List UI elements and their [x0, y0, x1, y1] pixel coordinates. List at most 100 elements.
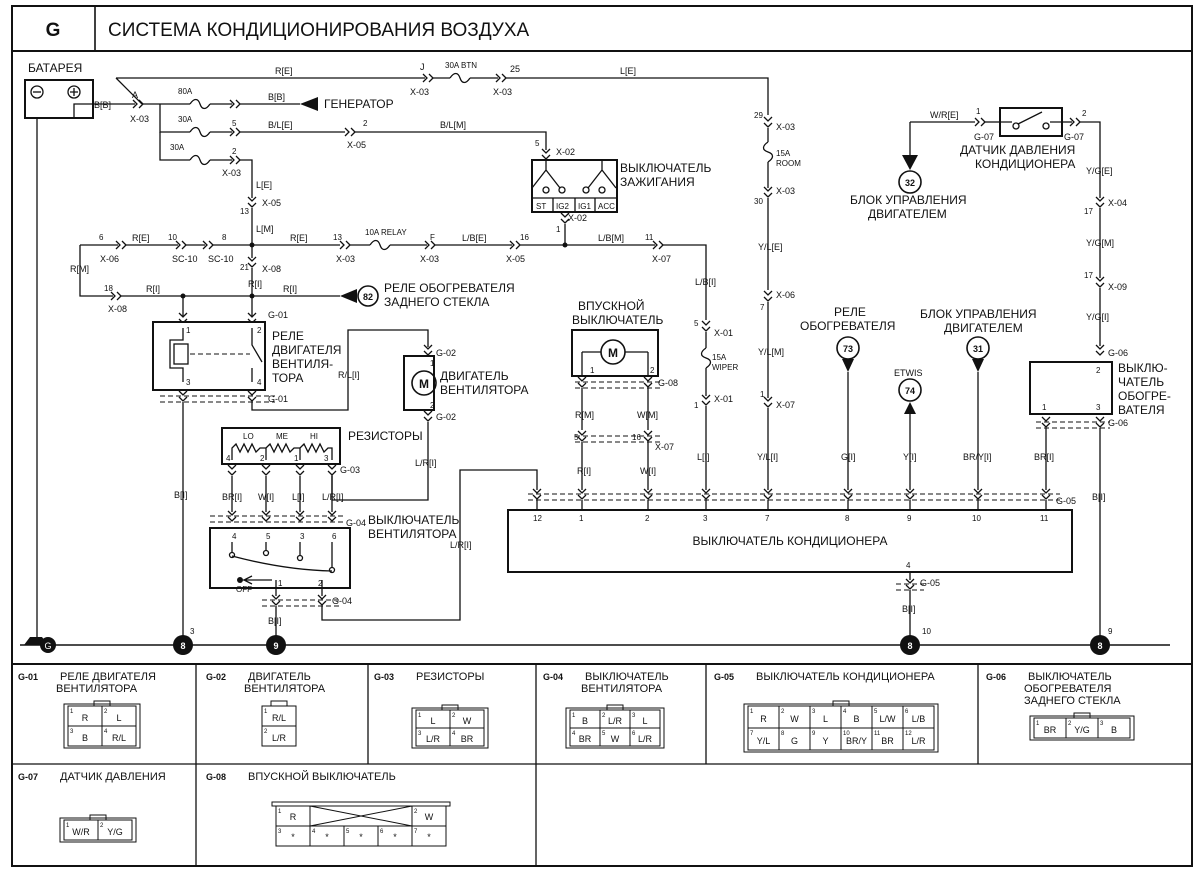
legend-pin: 5	[874, 709, 878, 715]
legend-pin: 2	[781, 709, 785, 715]
pin-1w: 1	[694, 401, 699, 410]
conn-g07-a: G-07	[974, 132, 994, 142]
pin-13a: 13	[240, 207, 249, 216]
conn-x02-a: X-02	[556, 147, 575, 157]
intake-motor-m: M	[608, 346, 618, 360]
legend-cell: L	[642, 716, 647, 726]
conn-g02-b: G-02	[436, 412, 456, 422]
legend-pin: 7	[750, 731, 754, 737]
legend-name-g-01-0: РЕЛЕ ДВИГАТЕЛЯ	[60, 671, 156, 683]
legend-cell: BR/Y	[846, 736, 867, 746]
ground-9a-label: 9	[273, 641, 278, 651]
legend-pin: 4	[104, 729, 108, 735]
ground-point-8a	[173, 635, 193, 655]
legend-cell: B	[582, 716, 588, 726]
conn-x06-b: X-06	[776, 290, 795, 300]
legend-pin: 4	[452, 731, 456, 737]
conn-x05-c: X-05	[506, 254, 525, 264]
wire-bi-a: B[I]	[174, 490, 188, 500]
conn-g05-b: G-05	[920, 578, 940, 588]
legend-pin: 3	[632, 713, 636, 719]
legend-code-g-07: G-07	[18, 772, 38, 782]
conn-x03-g: X-03	[776, 122, 795, 132]
wire-wi-a: W[I]	[258, 492, 274, 502]
fuse-relay: 10A RELAY	[365, 228, 407, 237]
conn-g02-a: G-02	[436, 348, 456, 358]
legend-code-g-06: G-06	[986, 672, 1006, 682]
wire-lri-c: L/R[I]	[450, 540, 472, 550]
legend-cell-box	[1097, 717, 1131, 739]
legend-name-g-06-2: ЗАДНЕГО СТЕКЛА	[1024, 695, 1121, 707]
legend-pin: 7	[414, 829, 418, 835]
fs-pin5: 5	[266, 532, 271, 541]
legend-pin: 6	[380, 829, 384, 835]
ecu32-label-1: БЛОК УПРАВЛЕНИЯ	[850, 193, 967, 207]
hs-pin2: 2	[1096, 366, 1101, 375]
wire-yge: Y/G[E]	[1086, 166, 1113, 176]
legend-pin: 10	[843, 731, 850, 737]
legend-name-g-01-1: ВЕНТИЛЯТОРА	[56, 683, 138, 695]
legend-cell: B	[853, 714, 859, 724]
ground-8a-label: 8	[180, 641, 185, 651]
fan-motor-m: M	[419, 377, 429, 391]
is-pin5: 5	[574, 433, 579, 442]
wire-ble: B/L[E]	[268, 120, 293, 130]
wire-wre: W/R[E]	[930, 110, 959, 120]
battery-plus-terminal	[67, 85, 81, 99]
ac-pin9: 9	[907, 514, 912, 523]
wire-bb-gen: B[B]	[268, 92, 285, 102]
fr-pin4: 4	[257, 378, 262, 387]
ac-pin3: 3	[703, 514, 708, 523]
ps-pin2: 2	[1082, 109, 1087, 118]
legend-code-g-02: G-02	[206, 672, 226, 682]
legend-pin: 4	[843, 709, 847, 715]
legend-code-g-08: G-08	[206, 772, 226, 782]
heater-switch-label-1: ВЫКЛЮ-	[1118, 361, 1168, 375]
legend-cell: W	[463, 716, 472, 726]
legend-cell: L/R	[638, 734, 653, 744]
res-pin4: 4	[226, 454, 231, 463]
ac-pin4: 4	[906, 561, 911, 570]
ac-pin2: 2	[645, 514, 650, 523]
conn-x01-a: X-01	[714, 328, 733, 338]
wire-bri-a: BR[I]	[222, 492, 242, 502]
fm-pin1: 1	[430, 359, 435, 368]
legend-cell: B	[82, 733, 88, 743]
legend-pin: 4	[312, 829, 316, 835]
wire-bryi: BR/Y[I]	[963, 452, 992, 462]
fan-relay-label-2: ДВИГАТЕЛЯ	[272, 343, 341, 357]
legend-pin: 2	[452, 713, 456, 719]
wire-ygi: Y/G[I]	[1086, 312, 1109, 322]
legend-name-g-02-1: ВЕНТИЛЯТОРА	[244, 683, 326, 695]
legend-name-g-05-0: ВЫКЛЮЧАТЕЛЬ КОНДИЦИОНЕРА	[756, 671, 935, 683]
wire-bri-b: BR[I]	[1034, 452, 1054, 462]
pin-13b: 13	[333, 233, 342, 242]
legend-cell: L	[116, 713, 121, 723]
conn-g06-a: G-06	[1108, 348, 1128, 358]
intake-switch-box	[571, 329, 659, 377]
wire-bi-d: B[I]	[902, 604, 916, 614]
pin-16a: 16	[520, 233, 529, 242]
generator-label: ГЕНЕРАТОР	[324, 97, 394, 111]
fs-pin4: 4	[232, 532, 237, 541]
legend-cell: R	[290, 812, 297, 822]
wire-re-row2: R[E]	[290, 233, 308, 243]
fuse-80a: 80A	[178, 87, 193, 96]
wire-rli: R/L[I]	[338, 370, 360, 380]
wire-le-vert: L[E]	[256, 180, 272, 190]
res-pin3: 3	[324, 454, 329, 463]
ac-pin11: 11	[1040, 514, 1049, 523]
ac-pin12: 12	[533, 514, 542, 523]
fan-motor-box	[403, 355, 435, 411]
legend-cell: L	[430, 716, 435, 726]
wire-le-top: L[E]	[620, 66, 636, 76]
legend-name-g-07-0: ДАТЧИК ДАВЛЕНИЯ	[60, 771, 166, 783]
wire-lbi: L/B[I]	[695, 277, 716, 287]
legend-pin: 6	[632, 731, 636, 737]
legend-pin: 1	[1036, 721, 1040, 727]
ground-8b-label: 8	[907, 641, 912, 651]
legend-pin: 3	[278, 829, 282, 835]
conn-x08-b: X-08	[262, 264, 281, 274]
ign-ig1: IG1	[578, 202, 591, 211]
